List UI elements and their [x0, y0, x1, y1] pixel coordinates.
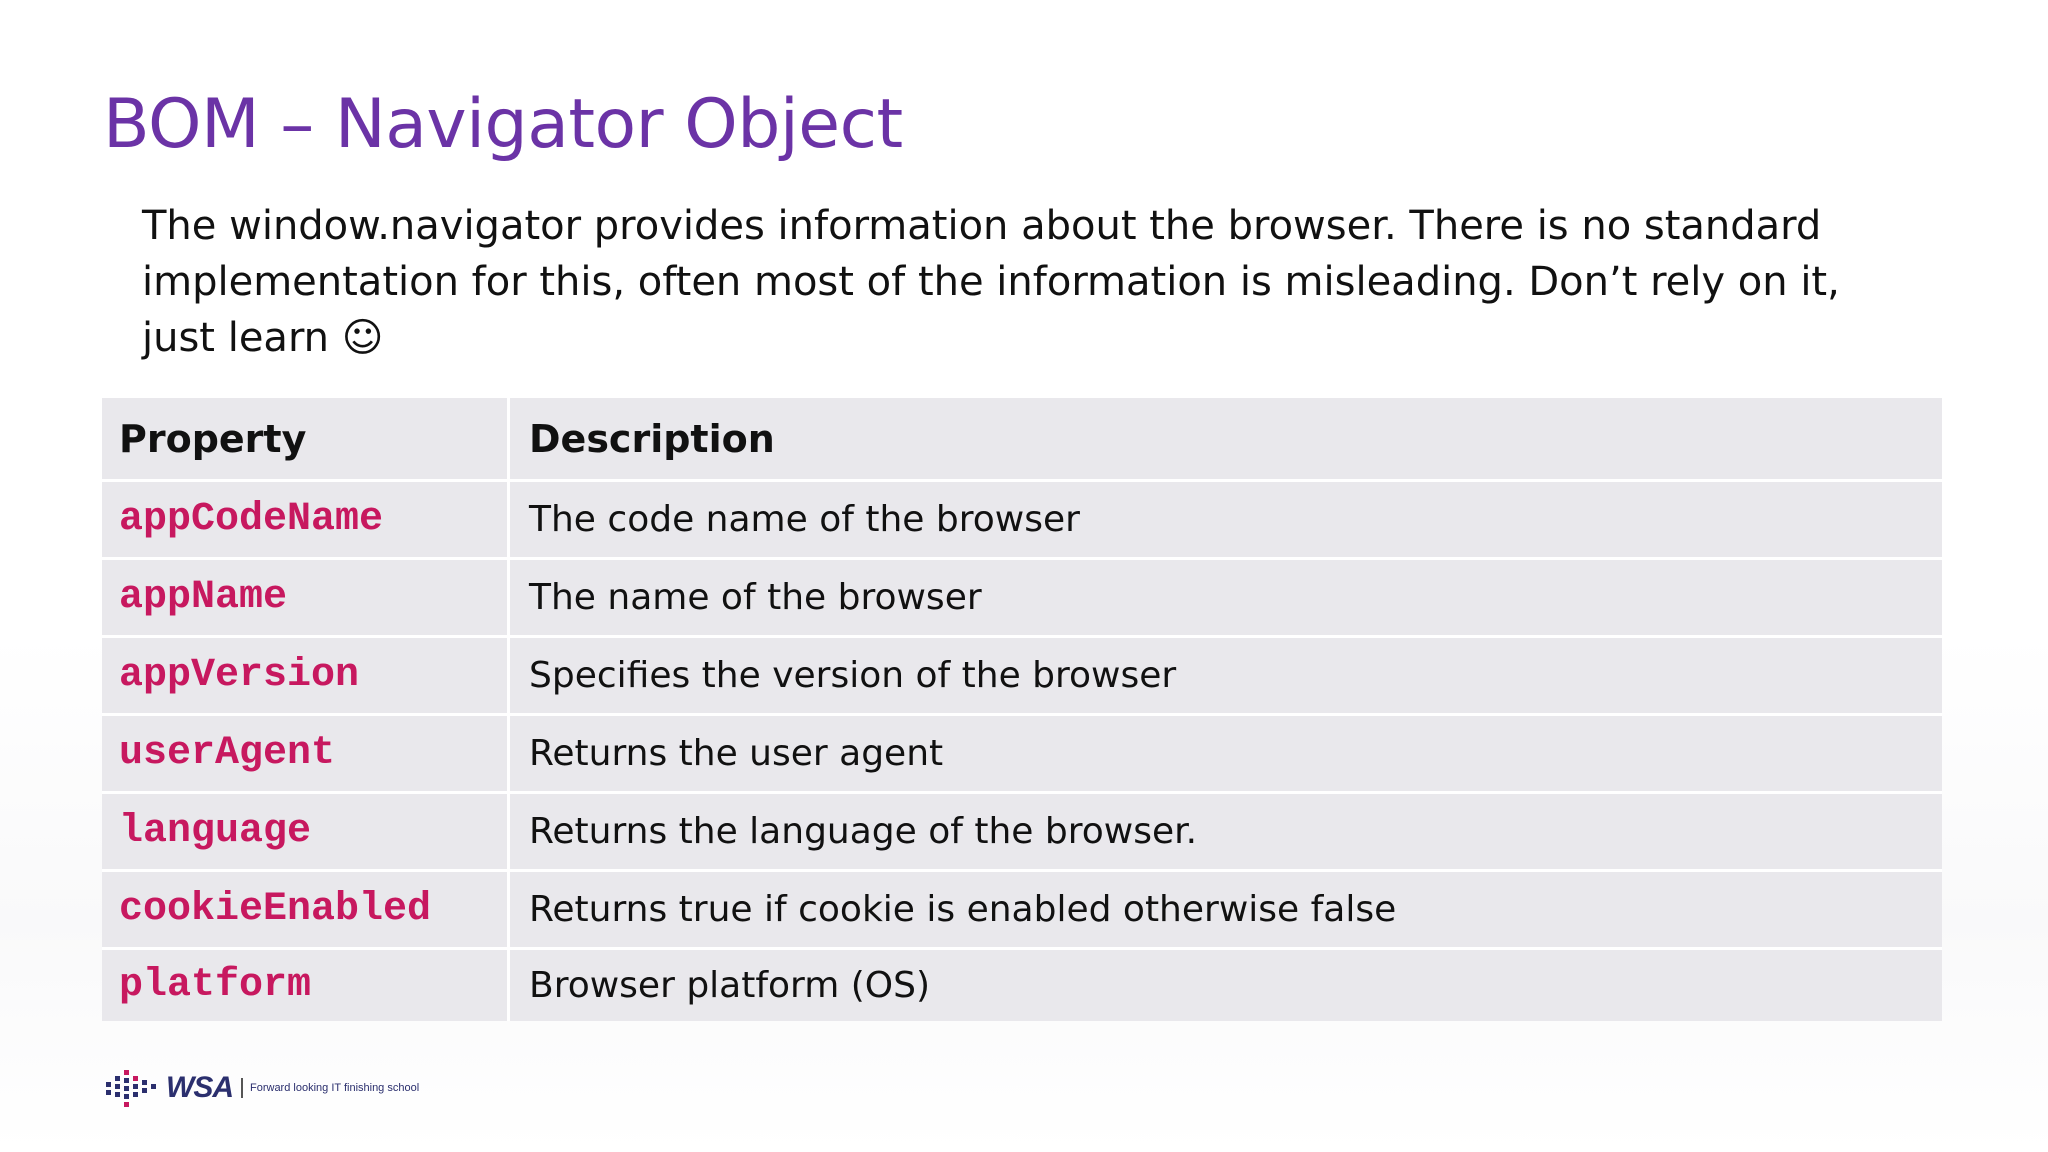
property-description: The name of the browser [529, 577, 982, 618]
table-row: appName The name of the browser [102, 560, 1942, 638]
property-name: language [119, 809, 312, 854]
slide-title: BOM – Navigator Object [103, 85, 903, 164]
logo-dots-icon [106, 1070, 156, 1107]
logo-separator [241, 1078, 243, 1098]
wsa-logo: WSA Forward looking IT finishing school [106, 1068, 419, 1108]
property-description: Specifies the version of the browser [529, 655, 1177, 696]
property-name: appName [119, 575, 288, 620]
table-row: appVersion Specifies the version of the … [102, 638, 1942, 716]
table-header-row: Property Description [102, 398, 1942, 482]
table-row: userAgent Returns the user agent [102, 716, 1942, 794]
table-row: language Returns the language of the bro… [102, 794, 1942, 872]
table-row: appCodeName The code name of the browser [102, 482, 1942, 560]
properties-table: Property Description appCodeName The cod… [102, 398, 1942, 1021]
property-name: platform [119, 963, 312, 1008]
header-property: Property [102, 398, 510, 479]
property-name: userAgent [119, 731, 336, 776]
logo-name: WSA [166, 1071, 234, 1104]
table-row: platform Browser platform (OS) [102, 950, 1942, 1021]
property-description: Returns true if cookie is enabled otherw… [529, 889, 1397, 930]
property-name: appVersion [119, 653, 360, 698]
header-description: Description [529, 416, 775, 461]
property-description: The code name of the browser [529, 499, 1080, 540]
logo-tagline: Forward looking IT finishing school [250, 1082, 420, 1094]
table-row: cookieEnabled Returns true if cookie is … [102, 872, 1942, 950]
property-name: appCodeName [119, 497, 384, 542]
property-description: Returns the language of the browser. [529, 811, 1198, 852]
property-description: Browser platform (OS) [529, 965, 931, 1006]
property-name: cookieEnabled [119, 887, 432, 932]
property-description: Returns the user agent [529, 733, 944, 774]
intro-paragraph: The window.navigator provides informatio… [142, 203, 1840, 361]
